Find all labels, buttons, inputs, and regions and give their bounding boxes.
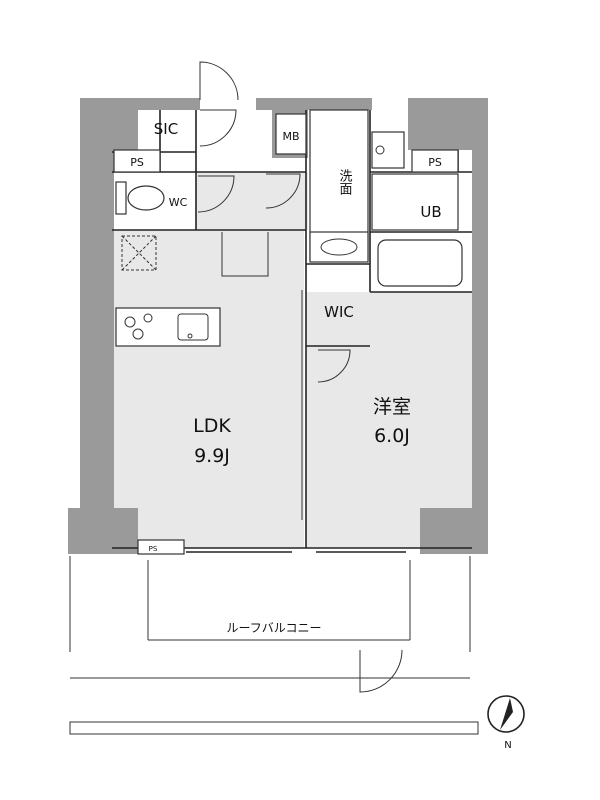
balcony bbox=[69, 556, 479, 735]
balcony-label: ルーフバルコニー bbox=[226, 621, 321, 635]
room-label-wc: WC bbox=[169, 196, 188, 209]
sic-door bbox=[199, 109, 237, 147]
storage-x bbox=[121, 235, 157, 271]
ps-box-bottom bbox=[137, 539, 185, 555]
room-label-mb: MB bbox=[282, 130, 299, 143]
label-ps-bottom: PS bbox=[149, 545, 158, 553]
ldk-door bbox=[221, 232, 269, 277]
label-ps-right: PS bbox=[428, 156, 442, 169]
room-label-ub: UB bbox=[420, 203, 441, 221]
room-size-bedroom: 6.0J bbox=[374, 425, 410, 447]
room-label-wic: WIC bbox=[324, 303, 354, 321]
label-ps-left: PS bbox=[130, 156, 144, 169]
bedroom-floor bbox=[306, 292, 472, 548]
toilet-bowl bbox=[127, 185, 165, 211]
vanity-sink bbox=[320, 238, 358, 256]
kitchen-sink bbox=[177, 313, 209, 341]
room-labels: LDK 9.9J 洋室 6.0J WIC SIC MB WC UB 洗面 PS … bbox=[130, 120, 512, 751]
ps-box-right bbox=[411, 149, 459, 173]
fixtures bbox=[113, 109, 463, 555]
bathtub bbox=[377, 239, 463, 287]
doors bbox=[197, 61, 403, 693]
ps-box-left bbox=[113, 149, 161, 173]
washer-pan bbox=[371, 131, 405, 169]
toilet-tank bbox=[115, 181, 127, 215]
north-compass bbox=[487, 695, 525, 733]
room-label-sic: SIC bbox=[154, 120, 178, 138]
room-label-ldk: LDK bbox=[193, 415, 231, 437]
outer-walls bbox=[68, 98, 488, 554]
room-label-washroom: 洗面 bbox=[337, 169, 353, 195]
entrance-door bbox=[199, 61, 239, 101]
vanity bbox=[309, 231, 369, 263]
balcony-door bbox=[359, 649, 403, 693]
mb-box bbox=[275, 113, 307, 155]
room-size-ldk: 9.9J bbox=[194, 445, 230, 467]
washer-drain bbox=[375, 145, 385, 155]
ub-room bbox=[371, 173, 459, 231]
wic-door bbox=[317, 349, 351, 383]
room-label-bedroom: 洋室 bbox=[373, 396, 411, 418]
compass-label: N bbox=[504, 740, 511, 751]
hall-door bbox=[265, 173, 301, 209]
ldk-floor bbox=[112, 230, 304, 548]
entry-hall-floor bbox=[196, 172, 308, 230]
wc-door bbox=[197, 175, 235, 213]
